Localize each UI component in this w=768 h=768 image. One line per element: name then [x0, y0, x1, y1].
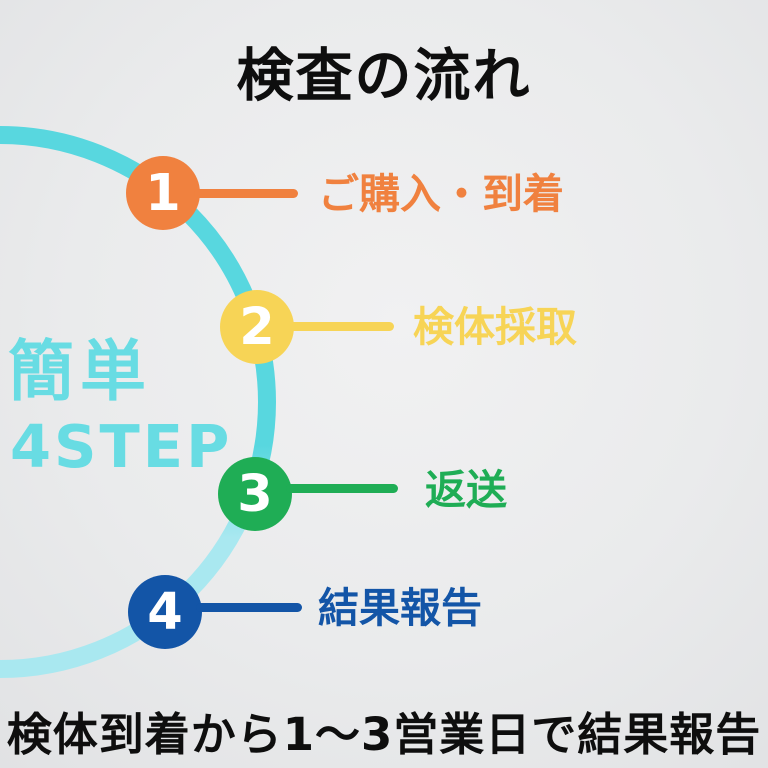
step-1-label: ご購入・到着 [318, 170, 564, 218]
step-2-number: 2 [239, 297, 275, 357]
step-4-number: 4 [147, 582, 183, 642]
footer-turnaround-text: 検体到着から1〜3営業日で結果報告 [6, 708, 762, 761]
step-3-circle: 3 [218, 457, 292, 531]
badge-4step-text: 4STEP [10, 412, 233, 481]
step-2-label: 検体採取 [413, 303, 577, 351]
step-4-connector-line [196, 603, 302, 612]
step-1-connector-line [194, 189, 298, 198]
step-4-label: 結果報告 [318, 584, 482, 632]
step-4-circle: 4 [128, 575, 202, 649]
step-2-circle: 2 [220, 290, 294, 364]
step-2-connector-line [288, 322, 394, 331]
step-3-number: 3 [237, 464, 273, 524]
step-3-connector-line [286, 484, 398, 493]
step-3-label: 返送 [425, 466, 507, 514]
page-title: 検査の流れ [236, 43, 532, 109]
step-1-number: 1 [145, 163, 181, 223]
step-1-circle: 1 [126, 156, 200, 230]
badge-easy-text: 簡単 [8, 333, 152, 410]
